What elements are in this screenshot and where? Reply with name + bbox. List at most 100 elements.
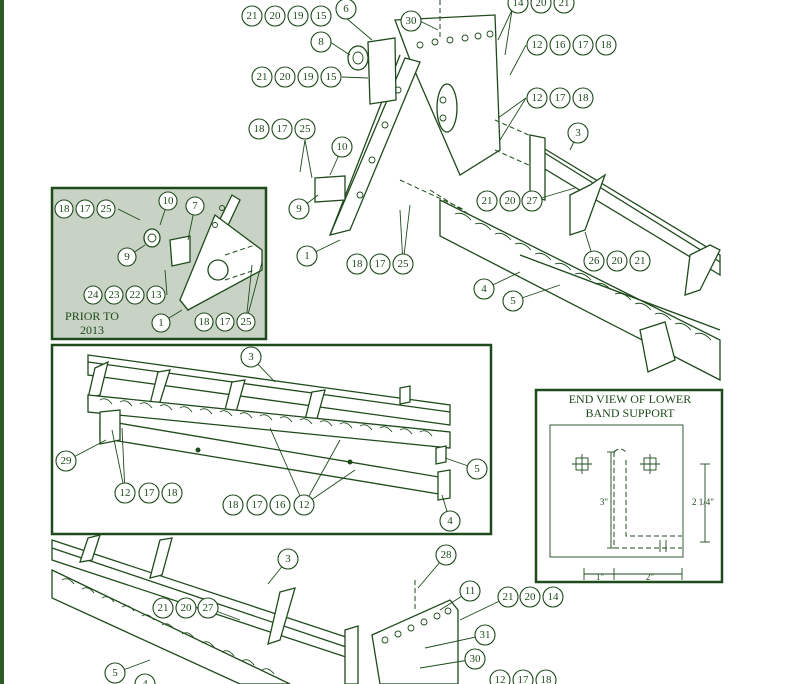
svg-text:12: 12	[532, 39, 543, 51]
svg-text:1: 1	[158, 317, 164, 329]
svg-text:18: 18	[167, 487, 179, 499]
svg-text:20: 20	[525, 591, 537, 603]
callout: 21	[553, 0, 575, 14]
callout: 9	[117, 247, 137, 267]
svg-text:10: 10	[337, 141, 349, 153]
callout: 20	[519, 586, 541, 608]
svg-text:5: 5	[112, 667, 118, 679]
callouts-prior: 18 17 25 10 7 9 24 23 22 13 1 18 17 25	[54, 191, 256, 333]
callout: 23	[104, 285, 124, 305]
callout: 1	[296, 245, 318, 267]
svg-text:19: 19	[293, 10, 305, 22]
callout: 21	[497, 586, 519, 608]
callout: 18	[595, 34, 617, 56]
callout: 7	[185, 196, 205, 216]
svg-text:12: 12	[532, 92, 543, 104]
svg-text:12: 12	[299, 499, 310, 511]
callout: 14	[542, 586, 564, 608]
callout: 1	[151, 313, 171, 333]
callout: 11	[459, 580, 481, 602]
callout: 12	[526, 87, 548, 109]
callout: 20	[175, 597, 197, 619]
svg-text:18: 18	[578, 92, 590, 104]
callout: 9	[288, 198, 310, 220]
callout: 3	[277, 548, 299, 570]
callout: 18	[248, 118, 270, 140]
svg-text:19: 19	[303, 71, 315, 83]
svg-text:5: 5	[474, 463, 480, 475]
callout: 22	[125, 285, 145, 305]
svg-text:27: 27	[203, 602, 215, 614]
svg-text:9: 9	[124, 251, 130, 263]
svg-text:24: 24	[88, 289, 100, 301]
callout: 17	[271, 118, 293, 140]
svg-text:18: 18	[601, 39, 613, 51]
callout: 6	[335, 0, 357, 20]
callout: 16	[549, 34, 571, 56]
svg-text:21: 21	[257, 71, 268, 83]
callout: 4	[134, 673, 156, 684]
svg-text:18: 18	[254, 123, 266, 135]
callout: 12	[114, 482, 136, 504]
callout: 17	[572, 34, 594, 56]
callout: 10	[158, 191, 178, 211]
svg-text:28: 28	[441, 549, 453, 561]
callout: 17	[215, 312, 235, 332]
callout: 17	[138, 482, 160, 504]
svg-text:20: 20	[536, 0, 548, 9]
callout: 20	[274, 66, 296, 88]
svg-text:27: 27	[527, 195, 539, 207]
svg-text:25: 25	[241, 316, 253, 328]
callout: 21	[251, 66, 273, 88]
svg-text:20: 20	[505, 195, 517, 207]
callout: 18	[222, 494, 244, 516]
callout: 19	[297, 66, 319, 88]
callout: 21	[629, 250, 651, 272]
callout: 21	[241, 5, 263, 27]
svg-text:21: 21	[559, 0, 570, 9]
svg-text:15: 15	[326, 71, 338, 83]
svg-text:21: 21	[247, 10, 258, 22]
callout: 19	[287, 5, 309, 27]
callout: 18	[194, 312, 214, 332]
callout: 27	[521, 190, 543, 212]
svg-text:18: 18	[352, 258, 364, 270]
callout: 20	[606, 250, 628, 272]
prior-caption-line2: 2013	[80, 323, 104, 337]
svg-text:17: 17	[578, 39, 590, 51]
svg-text:13: 13	[151, 289, 163, 301]
svg-text:17: 17	[518, 674, 530, 684]
svg-text:25: 25	[398, 258, 410, 270]
svg-text:16: 16	[275, 499, 287, 511]
callout: 20	[530, 0, 552, 14]
callout: 18	[535, 669, 557, 684]
end-view-inset: END VIEW OF LOWER BAND SUPPORT 3" 2 1/4"…	[534, 388, 724, 584]
svg-text:4: 4	[481, 283, 487, 295]
svg-text:18: 18	[199, 316, 211, 328]
svg-text:25: 25	[101, 203, 113, 215]
svg-text:30: 30	[406, 15, 418, 27]
svg-text:20: 20	[270, 10, 282, 22]
svg-text:14: 14	[513, 0, 525, 9]
svg-text:18: 18	[228, 499, 240, 511]
dim-width-1: 1"	[596, 572, 605, 582]
svg-text:17: 17	[80, 203, 92, 215]
svg-text:17: 17	[252, 499, 264, 511]
svg-text:9: 9	[296, 203, 302, 215]
dim-width-2: 2"	[646, 572, 655, 582]
callout: 17	[75, 199, 95, 219]
callout: 4	[473, 278, 495, 300]
callout: 17	[512, 669, 534, 684]
end-view-title-line1: END VIEW OF LOWER	[569, 392, 692, 406]
svg-text:21: 21	[635, 255, 646, 267]
svg-text:18: 18	[541, 674, 553, 684]
svg-text:31: 31	[480, 629, 491, 641]
dim-height-3: 3"	[600, 497, 609, 507]
end-view-title-line2: BAND SUPPORT	[586, 406, 676, 420]
svg-text:17: 17	[555, 92, 567, 104]
svg-text:8: 8	[318, 36, 324, 48]
svg-text:23: 23	[109, 289, 121, 301]
callout: 25	[294, 118, 316, 140]
svg-text:4: 4	[142, 678, 148, 684]
svg-text:20: 20	[280, 71, 292, 83]
